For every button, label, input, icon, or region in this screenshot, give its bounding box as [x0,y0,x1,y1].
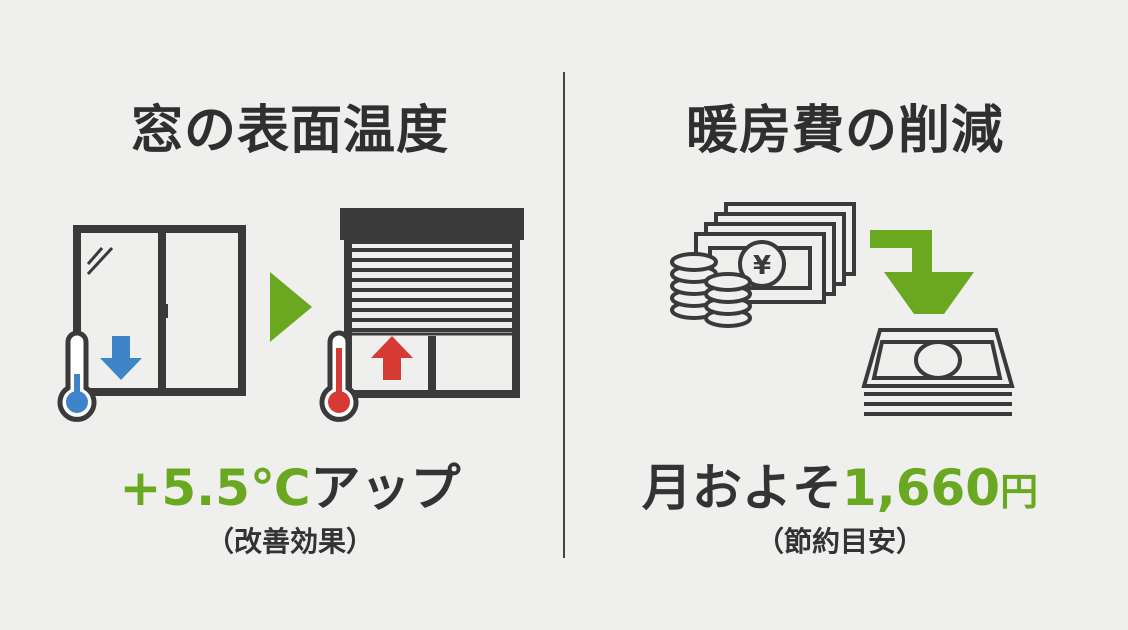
savings-prefix: 月およそ [641,459,842,517]
right-panel-note: （節約目安） [755,525,924,558]
savings-value: 1,660 [841,459,1001,517]
panel-divider [563,72,565,558]
down-arrow-icon [100,336,142,380]
temperature-value: +5.5℃ [119,459,311,517]
green-play-arrow-icon [270,272,312,342]
right-panel-title: 暖房費の削減 [685,101,1004,161]
green-bent-down-arrow-icon [870,230,974,314]
up-arrow-icon [371,336,413,380]
window-icon [73,225,246,396]
shutter-window-icon [340,208,524,398]
cold-thermometer-icon [57,330,97,422]
temperature-suffix: アップ [310,459,461,517]
temperature-result: +5.5℃アップ [90,448,490,520]
hot-thermometer-icon [319,330,359,422]
yen-bills-coins-icon: ¥ [670,202,856,328]
savings-currency: 円 [1000,470,1039,514]
left-panel-title: 窓の表面温度 [130,101,449,161]
savings-result: 月およそ1,660円 [610,448,1070,520]
svg-text:¥: ¥ [753,251,771,281]
left-panel-note: （改善効果） [205,525,374,558]
reduced-bills-stack-icon [861,328,1015,416]
